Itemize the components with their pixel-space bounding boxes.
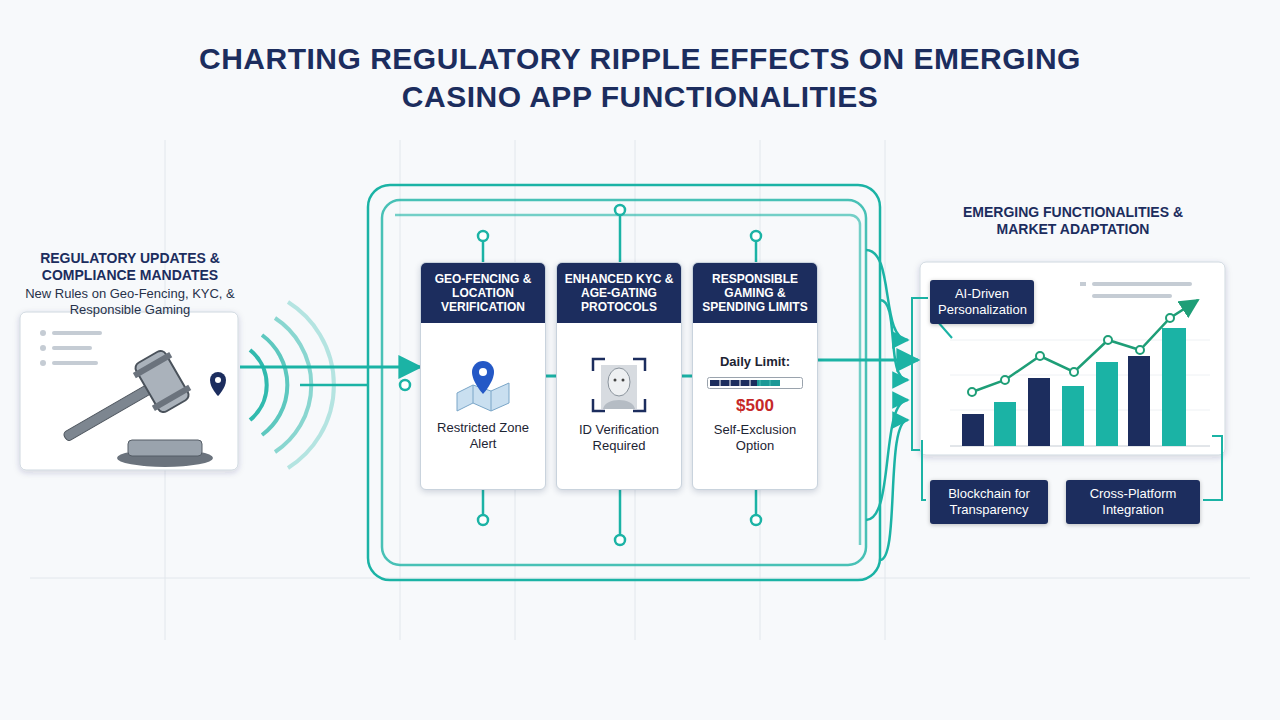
callout-text: Cross-Platform Integration — [1074, 486, 1192, 518]
face-scan-icon — [589, 355, 649, 415]
connector — [682, 375, 692, 378]
connector — [240, 366, 420, 369]
card-header: RESPONSIBLE GAMING & SPENDING LIMITS — [693, 263, 817, 323]
map-pin-icon — [451, 357, 515, 413]
source-heading: REGULATORY UPDATES & COMPLIANCE MANDATES — [20, 250, 240, 284]
callout-box: Cross-Platform Integration — [1066, 480, 1200, 524]
process-card: ENHANCED KYC & AGE-GATING PROTOCOLS ID Ve… — [556, 262, 682, 490]
connector — [818, 359, 918, 362]
limit-bar — [707, 377, 803, 389]
card-text: Restricted Zone Alert — [427, 420, 539, 452]
card-text: ID Verification Required — [563, 422, 675, 454]
card-body: Restricted Zone Alert — [421, 323, 545, 489]
card-header: ENHANCED KYC & AGE-GATING PROTOCOLS — [557, 263, 681, 323]
callout-box: Blockchain for Transparency — [930, 480, 1048, 524]
callout-box: AI-Driven Personalization — [930, 280, 1034, 324]
card-title: RESPONSIBLE GAMING & SPENDING LIMITS — [698, 272, 812, 314]
process-card: RESPONSIBLE GAMING & SPENDING LIMITS Dail… — [692, 262, 818, 490]
card-text: Self-Exclusion Option — [699, 422, 811, 454]
card-title: ENHANCED KYC & AGE-GATING PROTOCOLS — [562, 272, 676, 314]
source-box: REGULATORY UPDATES & COMPLIANCE MANDATES… — [20, 250, 240, 472]
connector — [546, 375, 556, 378]
card-header: GEO-FENCING & LOCATION VERIFICATION — [421, 263, 545, 323]
panel-heading: EMERGING FUNCTIONALITIES & MARKET ADAPTA… — [918, 200, 1228, 242]
source-note: New Rules on Geo-Fencing, KYC, & Respons… — [20, 286, 240, 318]
callout-text: AI-Driven Personalization — [938, 286, 1026, 318]
card-body: Daily Limit: $500Self-Exclusion Option — [693, 323, 817, 489]
callout-text: Blockchain for Transparency — [938, 486, 1040, 518]
chart-panel: EMERGING FUNCTIONALITIES & MARKET ADAPTA… — [918, 200, 1228, 458]
card-body: ID Verification Required — [557, 323, 681, 489]
diagram-title: CHARTING REGULATORY RIPPLE EFFECTS ON EM… — [180, 40, 1100, 116]
card-title: GEO-FENCING & LOCATION VERIFICATION — [426, 272, 540, 314]
card-text: $500 — [736, 396, 774, 416]
card-text: Daily Limit: — [720, 354, 790, 370]
process-card: GEO-FENCING & LOCATION VERIFICATION Restr… — [420, 262, 546, 490]
